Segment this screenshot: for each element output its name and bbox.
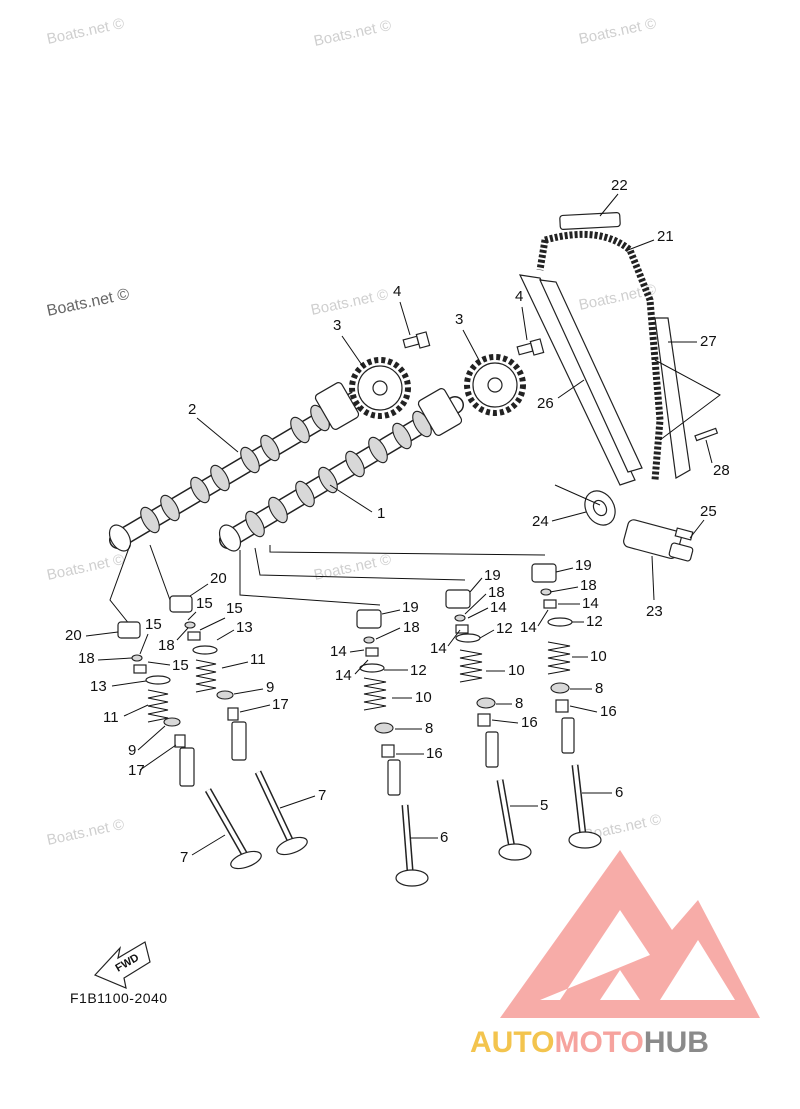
part-label: 27: [700, 333, 717, 350]
part-label: 15: [196, 595, 213, 612]
watermark: Boats.net ©: [312, 551, 392, 584]
watermark: Boats.net ©: [45, 816, 125, 849]
chain-guide-front: [518, 274, 636, 486]
part-label: 14: [430, 640, 447, 657]
logo-text: AUTOMOTOHUB: [470, 1026, 709, 1059]
part-label: 28: [713, 462, 730, 479]
watermark: Boats.net ©: [309, 286, 389, 319]
part-label: 13: [90, 678, 107, 695]
part-label: 13: [236, 619, 253, 636]
part-label: 19: [402, 599, 419, 616]
part-label: 16: [426, 745, 443, 762]
part-label: 18: [78, 650, 95, 667]
part-label: 17: [128, 762, 145, 779]
exhaust-camshaft: [108, 382, 364, 552]
part-label: 6: [440, 829, 448, 846]
timing-chain: [536, 230, 664, 481]
part-label: 7: [180, 849, 188, 866]
copyright-label: Boats.net ©: [45, 286, 131, 320]
part-labels: 1 2 3 3 4 4 5 6 6 7 7 8 8 8 9 9 10 10: [65, 177, 730, 866]
part-label: 7: [318, 787, 326, 804]
automotohub-logo: [500, 850, 760, 1018]
watermark: Boats.net ©: [45, 551, 125, 584]
part-label: 22: [611, 177, 628, 194]
part-label: 9: [128, 742, 136, 759]
part-label: 11: [103, 709, 119, 726]
part-label: 15: [226, 600, 243, 617]
camshaft-sprocket: [349, 357, 411, 419]
part-label: 9: [266, 679, 274, 696]
intake-camshaft: [218, 388, 464, 552]
chain-tensioner: [584, 490, 694, 562]
part-label: 3: [333, 317, 341, 334]
part-label: 16: [600, 703, 617, 720]
part-label: 18: [403, 619, 420, 636]
part-label: 12: [496, 620, 513, 637]
part-label: 20: [65, 627, 82, 644]
part-label: 10: [415, 689, 432, 706]
part-label: 26: [537, 395, 554, 412]
part-label: 20: [210, 570, 227, 587]
part-label: 6: [615, 784, 623, 801]
part-label: 19: [484, 567, 501, 584]
part-label: 5: [540, 797, 548, 814]
part-label: 14: [582, 595, 599, 612]
watermark: Boats.net ©: [577, 281, 657, 314]
sprocket-bolt: [402, 331, 431, 349]
part-label: 10: [590, 648, 607, 665]
part-label: 16: [521, 714, 538, 731]
guide-pin: [694, 427, 719, 442]
part-label: 8: [425, 720, 433, 737]
part-label: 14: [520, 619, 537, 636]
part-label: 4: [393, 283, 401, 300]
part-label: 14: [490, 599, 507, 616]
part-label: 4: [515, 288, 523, 305]
part-label: 21: [657, 228, 674, 245]
chain-guide-inner: [539, 279, 643, 473]
part-label: 18: [488, 584, 505, 601]
part-label: 18: [158, 637, 175, 654]
part-label: 14: [330, 643, 347, 660]
part-label: 19: [575, 557, 592, 574]
part-label: 14: [335, 667, 352, 684]
part-label: 17: [272, 696, 289, 713]
part-label: 25: [700, 503, 717, 520]
callout-lines: [109, 359, 721, 626]
camshaft-sprocket: [464, 354, 526, 416]
part-label: 15: [172, 657, 189, 674]
part-label: 23: [646, 603, 663, 620]
watermark: Boats.net ©: [577, 15, 657, 48]
part-label: 10: [508, 662, 525, 679]
watermark: Boats.net ©: [312, 17, 392, 50]
part-label: 12: [410, 662, 427, 679]
valve-train: [117, 563, 602, 887]
part-label: 15: [145, 616, 162, 633]
part-label: 18: [580, 577, 597, 594]
part-label: 12: [586, 613, 603, 630]
part-label: 1: [377, 505, 385, 522]
sprocket-bolt: [516, 338, 545, 356]
part-label: 11: [250, 651, 266, 668]
watermark: Boats.net ©: [45, 15, 125, 48]
fwd-arrow-icon: FWD: [93, 941, 151, 989]
chain-guide-rear: [654, 317, 691, 479]
part-label: 2: [188, 401, 196, 418]
part-label: 8: [515, 695, 523, 712]
part-label: 8: [595, 680, 603, 697]
part-label: 3: [455, 311, 463, 328]
chain-guide-top: [559, 211, 621, 231]
part-label: 24: [532, 513, 549, 530]
diagram-code: F1B1100-2040: [70, 990, 168, 1006]
